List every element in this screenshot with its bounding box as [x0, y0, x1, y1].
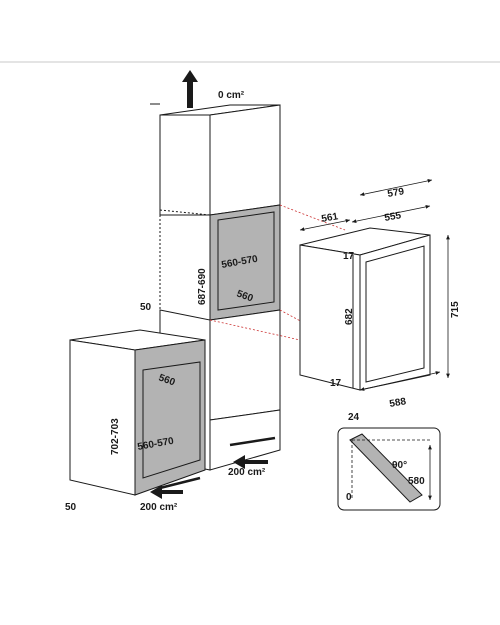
- base-height-range: 702-703: [110, 418, 121, 455]
- base-plinth: [159, 476, 201, 490]
- door-offset: 0: [346, 492, 352, 503]
- door-width: 580: [408, 476, 425, 487]
- right-arrow-icon: [150, 485, 183, 499]
- appliance-dim-lines: [299, 179, 450, 391]
- tall-height-range: 687-690: [197, 268, 208, 305]
- overall-height: 715: [450, 301, 461, 318]
- top-offset: 17: [343, 251, 355, 262]
- up-arrow-icon: [182, 70, 198, 108]
- door-angle: 90°: [392, 460, 407, 471]
- door-depth: 588: [389, 396, 408, 410]
- base-gap: 50: [65, 502, 77, 513]
- body-height: 682: [344, 308, 355, 325]
- base-vent-bottom: 200 cm²: [140, 502, 178, 513]
- base-cabinet: [69, 329, 206, 496]
- tall-vent-top: 0 cm²: [218, 90, 245, 101]
- door-detail-shape: [349, 433, 423, 503]
- appliance-body: [299, 227, 431, 391]
- bottom-offset: 17: [330, 378, 342, 389]
- tall-plinth: [229, 436, 276, 447]
- tall-gap: 50: [140, 302, 152, 313]
- right-arrow-icon: [233, 455, 268, 469]
- tall-vent-bottom: 200 cm²: [228, 467, 266, 478]
- plinth-height: 24: [348, 412, 360, 423]
- door-detail-lines: [351, 439, 432, 500]
- overall-depth: 579: [387, 186, 406, 200]
